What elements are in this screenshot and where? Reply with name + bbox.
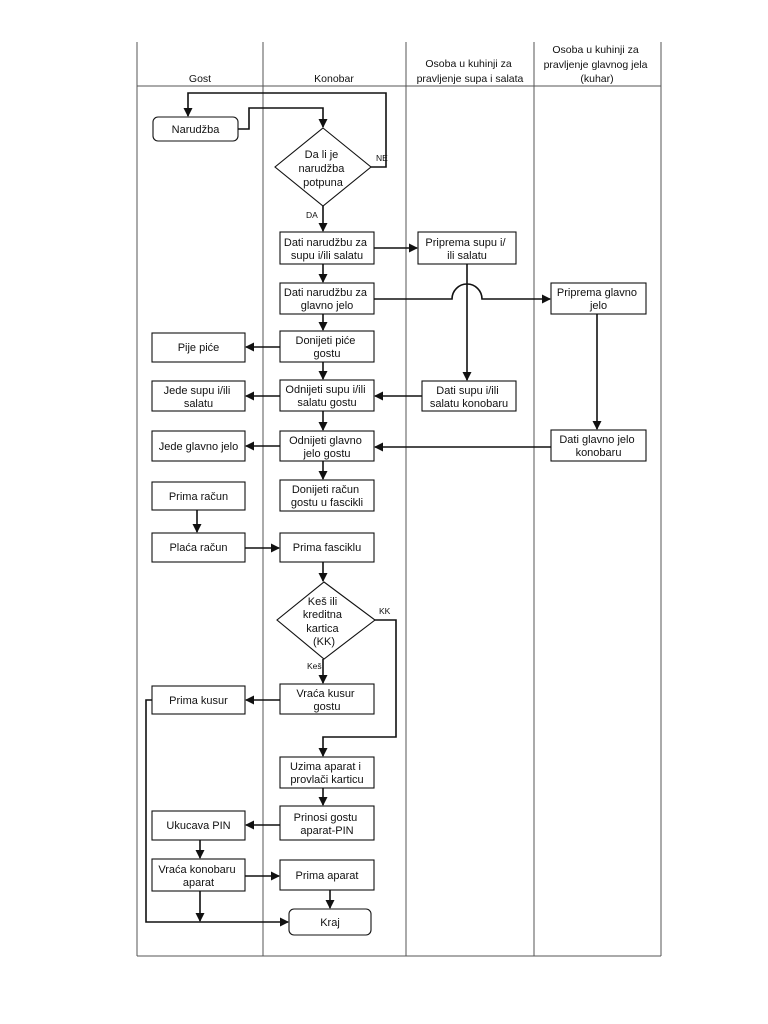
node-carry-soup-shape bbox=[279, 379, 375, 412]
node-receives-folder: Prima fasciklu bbox=[279, 532, 375, 563]
node-prepare-soup-shape bbox=[417, 231, 517, 265]
node-pays-bill: Plaća račun bbox=[151, 532, 246, 563]
node-enters-pin-shape bbox=[151, 810, 246, 841]
node-end: Kraj bbox=[288, 908, 372, 936]
node-receives-folder-shape bbox=[279, 532, 375, 563]
node-end-label: Kraj bbox=[320, 917, 340, 929]
node-order-main-label: Dati narudžbu za glavno jelo bbox=[284, 287, 370, 312]
node-eats-main-shape bbox=[151, 430, 246, 462]
node-carry-main: Odnijeti glavno jelo gostu bbox=[279, 430, 375, 462]
connectors bbox=[145, 92, 602, 927]
node-returns-terminal: Vraća konobaru aparat bbox=[151, 858, 246, 892]
node-receives-change: Prima kusur bbox=[151, 685, 246, 715]
arrow-incomplete-loop bbox=[183, 92, 387, 168]
node-order-soup-label: Dati narudžbu za supu i/ili salatu bbox=[284, 237, 370, 262]
node-prepare-soup: Priprema supu i/ ili salatu bbox=[417, 231, 517, 265]
node-receives-terminal: Prima aparat bbox=[279, 859, 375, 891]
node-prepare-soup-label: Priprema supu i/ ili salatu bbox=[425, 237, 508, 262]
node-payment-type: Keš ili kreditna kartica (KK) bbox=[276, 581, 376, 660]
node-order-main-shape bbox=[279, 282, 375, 315]
node-order-main: Dati narudžbu za glavno jelo bbox=[279, 282, 375, 315]
lane-header-main-cook: Osoba u kuhinji za pravljenje glavnog je… bbox=[544, 44, 651, 85]
lane-headers: Gost Konobar Osoba u kuhinji za pravljen… bbox=[189, 44, 651, 85]
node-end-shape bbox=[288, 908, 372, 936]
node-receives-bill-label: Prima račun bbox=[169, 491, 228, 503]
node-brings-terminal: Prinosi gostu aparat-PIN bbox=[279, 805, 375, 841]
node-returns-change-label: Vraća kusur gostu bbox=[296, 688, 357, 713]
lane-header-soup-cook: Osoba u kuhinji za pravljenje supa i sal… bbox=[417, 58, 524, 85]
node-order-shape bbox=[152, 116, 239, 142]
node-eats-main-label: Jede glavno jelo bbox=[159, 441, 239, 453]
node-enters-pin: Ukucava PIN bbox=[151, 810, 246, 841]
node-carry-main-shape bbox=[279, 430, 375, 462]
edge-label-card: KK bbox=[379, 606, 391, 616]
node-order-label: Narudžba bbox=[172, 124, 221, 136]
node-eats-main: Jede glavno jelo bbox=[151, 430, 246, 462]
node-brings-terminal-shape bbox=[279, 805, 375, 841]
node-brings-terminal-label: Prinosi gostu aparat-PIN bbox=[294, 812, 361, 837]
edge-label-yes: DA bbox=[306, 210, 318, 220]
node-returns-terminal-label: Vraća konobaru aparat bbox=[158, 864, 238, 889]
node-give-soup-label: Dati supu i/ili salatu konobaru bbox=[430, 385, 508, 410]
node-carry-soup-label: Odnijeti supu i/ili salatu gostu bbox=[285, 384, 368, 409]
node-give-main-shape bbox=[550, 429, 647, 462]
lane-header-guest: Gost bbox=[189, 73, 211, 85]
arrow-order-main-to-prepare-main bbox=[374, 283, 551, 304]
node-drinks: Pije piće bbox=[151, 332, 246, 363]
node-give-soup: Dati supu i/ili salatu konobaru bbox=[421, 380, 517, 412]
node-carry-main-label: Odnijeti glavno jelo gostu bbox=[289, 435, 365, 460]
node-receives-bill: Prima račun bbox=[151, 481, 246, 511]
node-drinks-label: Pije piće bbox=[178, 342, 220, 354]
node-eats-soup-label: Jede supu i/ili salatu bbox=[164, 385, 234, 410]
node-order: Narudžba bbox=[152, 116, 239, 142]
node-receives-terminal-shape bbox=[279, 859, 375, 891]
node-eats-soup-shape bbox=[151, 380, 246, 412]
node-order-soup-shape bbox=[279, 231, 375, 265]
edge-labels: NE DA Keš KK bbox=[306, 153, 391, 671]
node-returns-change-shape bbox=[279, 683, 375, 715]
node-give-main: Dati glavno jelo konobaru bbox=[550, 429, 647, 462]
node-prepare-main-shape bbox=[550, 282, 647, 315]
arrow-receives-change-to-end bbox=[145, 699, 289, 927]
node-give-main-label: Dati glavno jelo konobaru bbox=[559, 434, 637, 459]
node-order-soup: Dati narudžbu za supu i/ili salatu bbox=[279, 231, 375, 265]
node-returns-terminal-shape bbox=[151, 858, 246, 892]
node-receives-terminal-label: Prima aparat bbox=[296, 870, 359, 882]
lane-frame bbox=[136, 42, 662, 957]
node-receives-change-shape bbox=[151, 685, 246, 715]
node-receives-folder-label: Prima fasciklu bbox=[293, 542, 361, 554]
node-bring-drink: Donijeti piće gostu bbox=[279, 330, 375, 363]
node-pays-bill-label: Plaća račun bbox=[169, 542, 227, 554]
node-bring-bill-shape bbox=[279, 479, 375, 512]
node-receives-change-label: Prima kusur bbox=[169, 695, 228, 707]
node-bring-bill: Donijeti račun gostu u fascikli bbox=[279, 479, 375, 512]
node-check-complete-label: Da li je narudžba potpuna bbox=[299, 149, 348, 189]
node-eats-soup: Jede supu i/ili salatu bbox=[151, 380, 246, 412]
node-bring-drink-shape bbox=[279, 330, 375, 363]
node-receives-bill-shape bbox=[151, 481, 246, 511]
arrow-card-to-takes-terminal bbox=[318, 619, 397, 757]
node-bring-drink-label: Donijeti piće gostu bbox=[296, 335, 359, 360]
edge-label-no: NE bbox=[376, 153, 388, 163]
arrow-order-to-check bbox=[238, 107, 328, 130]
decision-diamond bbox=[276, 581, 376, 660]
node-pays-bill-shape bbox=[151, 532, 246, 563]
node-bring-bill-label: Donijeti račun gostu u fascikli bbox=[291, 484, 363, 509]
node-takes-terminal: Uzima aparat i provlači karticu bbox=[279, 756, 375, 789]
node-enters-pin-label: Ukucava PIN bbox=[166, 820, 230, 832]
node-drinks-shape bbox=[151, 332, 246, 363]
node-returns-change: Vraća kusur gostu bbox=[279, 683, 375, 715]
node-check-complete: Da li je narudžba potpuna bbox=[274, 127, 372, 207]
node-prepare-main: Priprema glavno jelo bbox=[550, 282, 647, 315]
node-carry-soup: Odnijeti supu i/ili salatu gostu bbox=[279, 379, 375, 412]
lane-header-waiter: Konobar bbox=[314, 73, 354, 85]
node-takes-terminal-label: Uzima aparat i provlači karticu bbox=[290, 761, 364, 786]
node-prepare-main-label: Priprema glavno jelo bbox=[557, 287, 640, 312]
node-payment-type-label: Keš ili kreditna kartica (KK) bbox=[303, 596, 345, 648]
node-takes-terminal-shape bbox=[279, 756, 375, 789]
decision-diamond bbox=[274, 127, 372, 207]
edge-label-cash: Keš bbox=[307, 661, 322, 671]
node-give-soup-shape bbox=[421, 380, 517, 412]
